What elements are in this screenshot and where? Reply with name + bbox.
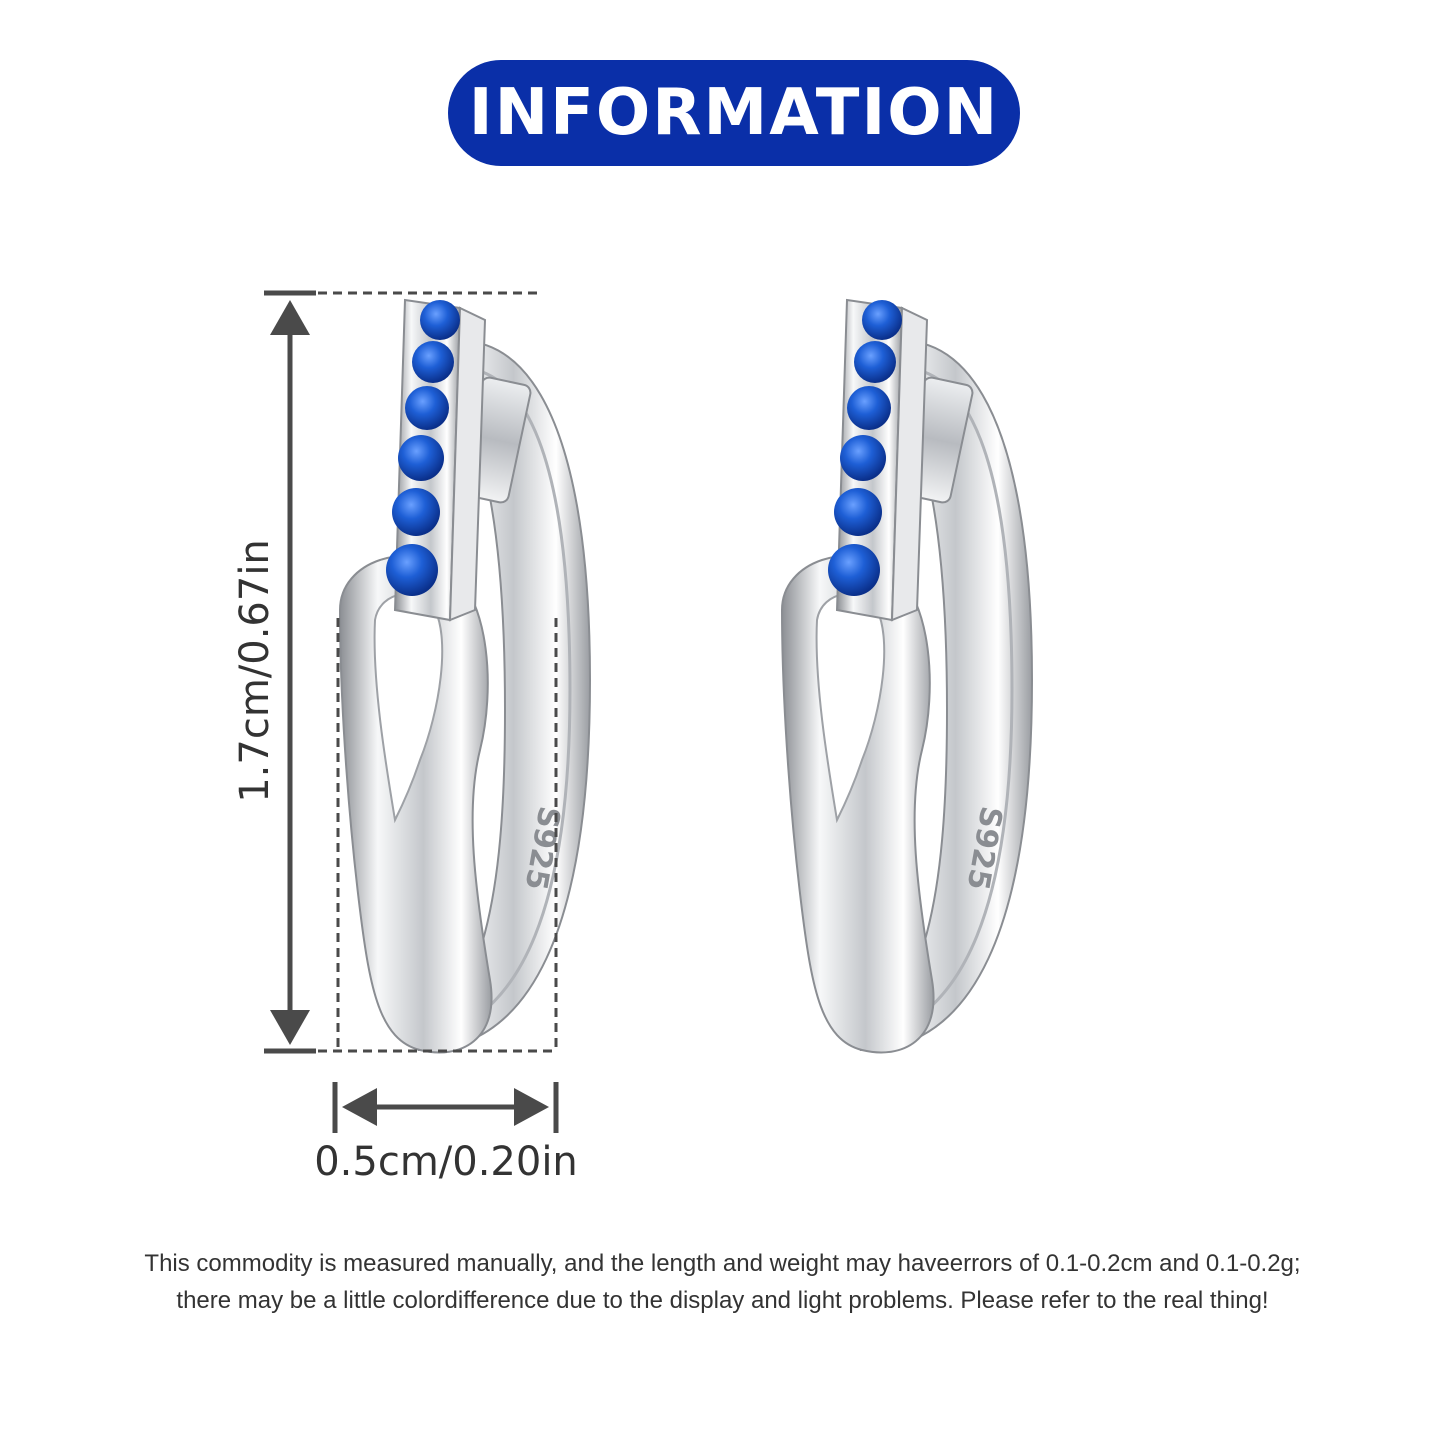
left-earring: S925: [338, 298, 592, 1054]
title-banner: INFORMATION: [448, 60, 1020, 166]
right-earring: S925: [780, 298, 1034, 1054]
height-dimension: [264, 290, 555, 1054]
measurement-disclaimer: This commodity is measured manually, and…: [60, 1245, 1385, 1319]
width-measurement-label: 0.5cm/0.20in: [314, 1139, 578, 1185]
page-title: INFORMATION: [468, 76, 1000, 150]
earring-measurement-illustration: S925 S925: [264, 290, 1034, 1133]
disclaimer-line-1: This commodity is measured manually, and…: [144, 1250, 1301, 1277]
disclaimer-line-2: there may be a little colordifference du…: [176, 1287, 1269, 1314]
height-measurement-label: 1.7cm/0.67in: [232, 539, 278, 803]
width-dimension: [332, 618, 559, 1133]
